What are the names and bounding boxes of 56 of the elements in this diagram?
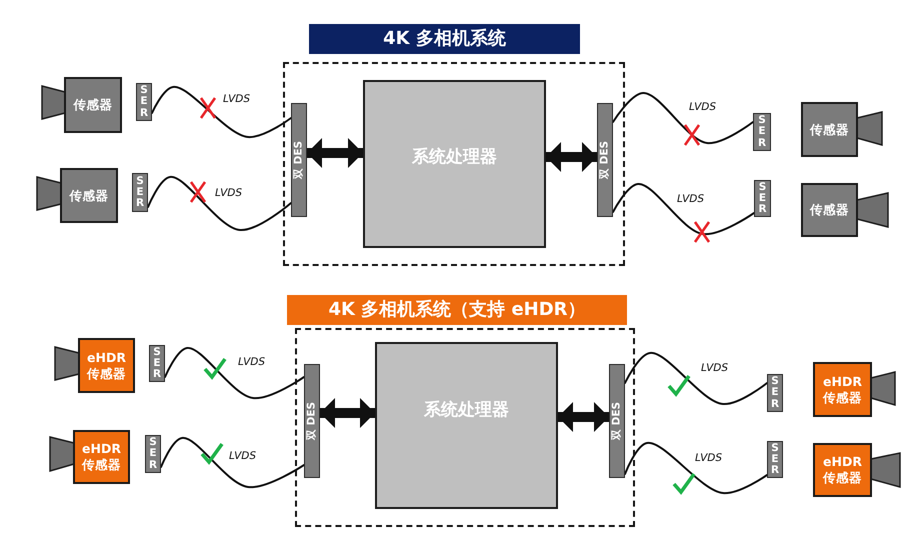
camera-body [801, 102, 858, 157]
des-label: 双 DES [598, 140, 612, 180]
des-label: 双 DES [610, 402, 624, 440]
cable-line [624, 352, 768, 405]
cable-line [612, 183, 755, 236]
cable-line [612, 92, 754, 144]
deserializer-bar [291, 103, 307, 217]
ser-label: SER [134, 176, 146, 210]
sensor-label: 传感器 [74, 97, 112, 113]
serializer-bar [753, 113, 771, 151]
serializer-bar [754, 180, 771, 217]
camera-body [64, 77, 122, 133]
sensor-label: 传感器 [70, 188, 108, 204]
camera-body [60, 168, 118, 223]
sensor-label: eHDR 传感器 [823, 374, 862, 406]
cable-line [164, 347, 305, 400]
camera-body [813, 443, 872, 497]
ser-label: SER [757, 182, 768, 216]
camera-body [801, 183, 858, 237]
sensor-label: eHDR 传感器 [87, 350, 126, 382]
camera-body [73, 430, 130, 484]
processor-label: 系统处理器 [424, 399, 509, 421]
cable-line [151, 86, 292, 138]
double-arrow [546, 142, 597, 172]
processor-block [363, 80, 546, 248]
sensor-label: eHDR 传感器 [82, 441, 121, 473]
sensor-label: 传感器 [810, 122, 849, 138]
double-arrow [320, 398, 375, 428]
camera-body [813, 362, 872, 417]
sensor-label: 传感器 [810, 202, 849, 218]
deserializer-bar [609, 364, 625, 478]
section-title: 4K 多相机系统 [383, 28, 506, 50]
processor-block [375, 342, 558, 509]
ser-label: SER [138, 85, 150, 119]
deserializer-bar [597, 103, 613, 217]
sensor-label: eHDR 传感器 [823, 454, 862, 486]
double-arrow [307, 138, 363, 168]
ser-label: SER [756, 115, 768, 149]
des-label: 双 DES [306, 402, 318, 440]
processor-label: 系统处理器 [412, 146, 497, 168]
dashed-frame [283, 62, 625, 266]
title-banner [287, 295, 627, 325]
title-banner [309, 24, 580, 54]
cable-line [624, 442, 768, 494]
ser-label: SER [770, 376, 780, 410]
cable-line [160, 437, 305, 488]
ser-label: SER [152, 346, 162, 380]
ser-label: SER [770, 442, 780, 476]
ser-label: SER [148, 437, 158, 471]
section-title: 4K 多相机系统（支持 eHDR） [328, 299, 586, 321]
double-arrow [558, 402, 609, 432]
camera-body [78, 338, 135, 393]
dashed-frame [295, 328, 635, 527]
deserializer-bar [304, 364, 320, 478]
des-label: 双 DES [292, 140, 306, 180]
cable-line [147, 176, 292, 231]
